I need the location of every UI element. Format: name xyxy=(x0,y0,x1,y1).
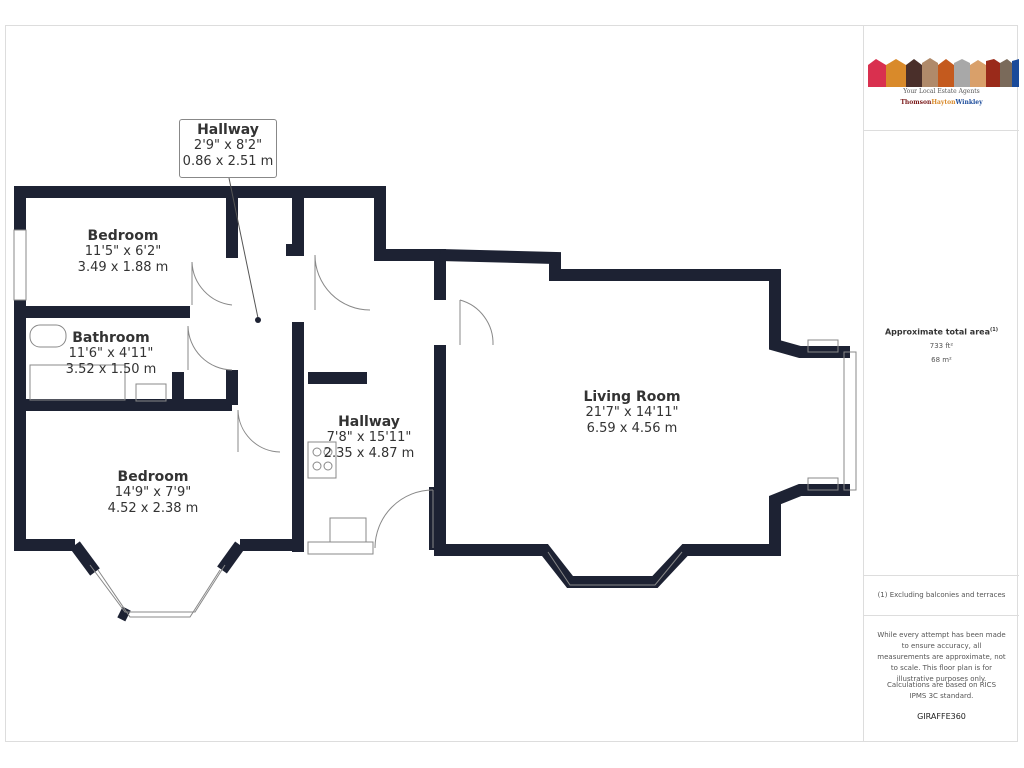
floorplan-frame xyxy=(5,25,1018,742)
hallway-callout xyxy=(179,119,277,178)
divider xyxy=(864,130,1019,131)
walls xyxy=(14,186,850,588)
footnote: (1) Excluding balconies and terraces xyxy=(877,591,1006,599)
disclaimer: While every attempt has been made to ens… xyxy=(877,631,1006,683)
giraffe360-brand: GIRAFFE360 xyxy=(917,712,966,721)
company-logo xyxy=(868,58,1019,87)
calc-note: Calculations are based on RICS IPMS 3C s… xyxy=(886,681,997,700)
area-ft: 733 ft² xyxy=(929,342,954,350)
logo-text: Your Local Estate Agents ThomsonHaytonWi… xyxy=(900,88,983,106)
info-panel: Your Local Estate Agents ThomsonHaytonWi… xyxy=(863,25,1019,742)
area-title: Approximate total area(1) xyxy=(884,327,999,337)
divider xyxy=(864,575,1019,576)
divider xyxy=(864,615,1019,616)
windows-doors xyxy=(13,229,857,618)
area-m: 68 m² xyxy=(931,356,952,364)
